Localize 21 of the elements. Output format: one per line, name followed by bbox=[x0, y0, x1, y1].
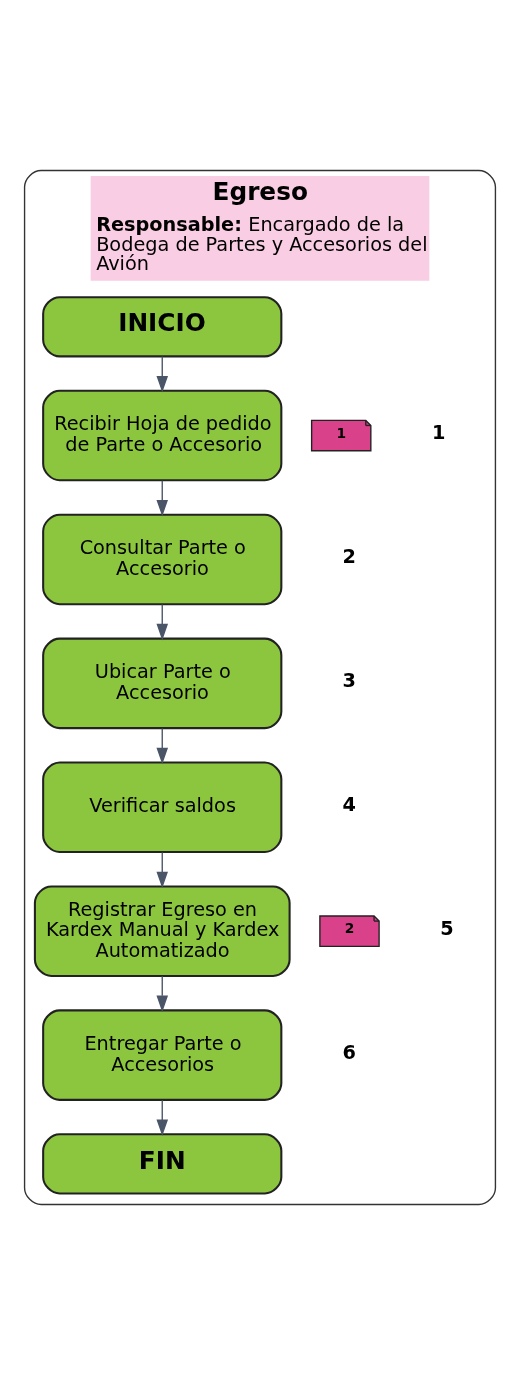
node-box: Recibir Hoja de pedido de Parte o Accesorio bbox=[42, 389, 283, 481]
arrow bbox=[156, 975, 169, 1012]
arrow bbox=[156, 851, 169, 888]
label: 5 bbox=[440, 916, 454, 940]
node-box: Ubicar Parte o Accesorio bbox=[42, 637, 283, 729]
arrow bbox=[156, 479, 169, 516]
node-box: Entregar Parte o Accesorios bbox=[42, 1008, 283, 1101]
node-box: FIN bbox=[42, 1132, 283, 1194]
label: 3 bbox=[342, 668, 357, 692]
node-box: INICIO bbox=[42, 295, 283, 357]
arrow bbox=[156, 355, 169, 393]
label: 2 bbox=[342, 544, 357, 568]
label: 1 bbox=[432, 420, 446, 444]
arrow bbox=[156, 1099, 169, 1136]
node-box: Consultar Parte o Accesorio bbox=[42, 513, 283, 605]
node-box: Registrar Egreso en Kardex Manual y Kardex Automatizado bbox=[33, 884, 291, 977]
arrow bbox=[156, 603, 169, 640]
label: 4 bbox=[342, 792, 357, 816]
arrow bbox=[156, 727, 169, 764]
node-box: Verificar saldos bbox=[42, 761, 283, 853]
label: 6 bbox=[342, 1040, 357, 1064]
